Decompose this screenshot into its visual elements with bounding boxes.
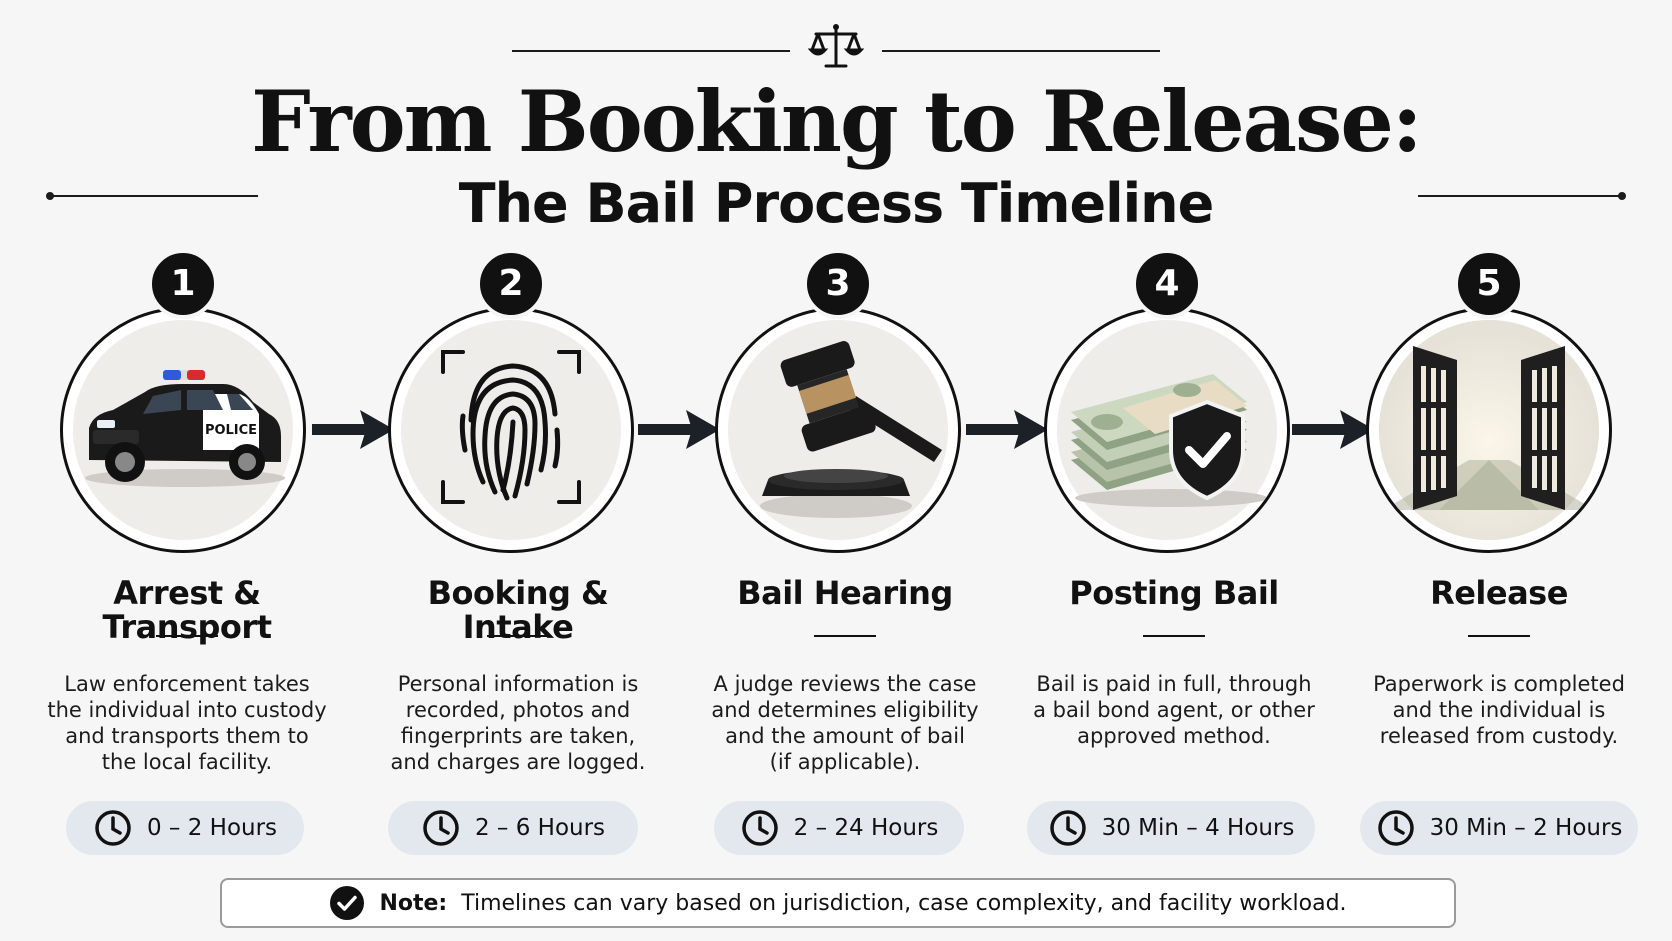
subtitle-rule-right-dot [1618,192,1626,200]
step-2-image-circle [388,307,634,553]
check-circle-icon [330,886,365,920]
step-2-duration: 2 – 6 Hours [474,815,606,841]
note-banner: Note: Timelines can vary based on jurisd… [220,878,1456,928]
step-1-divider [156,635,218,637]
step-3-duration: 2 – 24 Hours [793,815,939,841]
gavel-icon [760,341,942,518]
clock-icon [95,810,131,846]
step-4-description: Bail is paid in full, through a bail bon… [1033,672,1315,748]
scales-of-justice-icon [808,24,864,68]
arrow-right-icon [966,410,1048,449]
step-5-description: Paperwork is completed and the individua… [1373,672,1625,748]
step-5-number-badge: 5 [1454,249,1524,319]
clock-icon [741,810,778,846]
step-5-divider [1468,635,1530,637]
step-1-image-circle: POLICE [60,307,306,553]
step-1-duration: 0 – 2 Hours [146,815,278,841]
page-title: From Booking to Release: [251,72,1423,171]
step-1-title: Arrest & Transport [102,574,272,646]
step-5-duration-pill: 30 Min – 2 Hours [1360,801,1638,855]
fingerprint-icon [441,350,581,504]
step-3-description: A judge reviews the case and determines … [711,672,979,774]
step-2-description: Personal information is recorded, photos… [390,672,646,774]
subtitle-rule-right [1418,195,1622,197]
step-2-divider [487,635,549,637]
step-5-duration: 30 Min – 2 Hours [1429,815,1623,841]
arrow-right-icon [312,410,394,449]
step-4-duration-pill: 30 Min – 4 Hours [1027,801,1315,855]
step-2-title: Booking & Intake [427,574,609,646]
step-1-description: Law enforcement takes the individual int… [47,672,327,774]
clock-icon [423,810,459,846]
step-4-title: Posting Bail [1069,574,1279,612]
step-4-image-circle [1044,307,1290,553]
header-top-rule-left [512,50,790,52]
step-3-number-badge: 3 [803,249,873,319]
step-2-number-badge: 2 [476,249,546,319]
money-shield-icon [1071,374,1267,507]
clock-icon [1049,810,1086,846]
step-4-divider [1143,635,1205,637]
note-text: Timelines can vary based on jurisdiction… [461,890,1347,916]
note-label: Note: [379,890,448,916]
police-car-icon: POLICE [85,370,285,487]
arrow-right-icon [638,410,720,449]
subtitle-rule-left [50,195,258,197]
timeline-arrows [312,410,1374,449]
clock-icon [1377,810,1414,846]
police-car-label: POLICE [205,423,257,438]
step-1-number-badge: 1 [148,249,218,319]
step-4-duration: 30 Min – 4 Hours [1101,815,1295,841]
step-3-title: Bail Hearing [737,574,953,612]
open-gate-icon [1379,320,1599,540]
step-4-number-badge: 4 [1132,249,1202,319]
step-3-divider [814,635,876,637]
step-1-duration-pill: 0 – 2 Hours [66,801,304,855]
header-top-rule-right [882,50,1160,52]
step-3-image-circle [715,307,961,553]
arrow-right-icon [1292,410,1374,449]
step-3-duration-pill: 2 – 24 Hours [714,801,964,855]
step-5-title: Release [1430,574,1568,612]
page-subtitle: The Bail Process Timeline [458,172,1214,235]
step-2-duration-pill: 2 – 6 Hours [388,801,638,855]
step-5-image-circle [1366,307,1612,553]
